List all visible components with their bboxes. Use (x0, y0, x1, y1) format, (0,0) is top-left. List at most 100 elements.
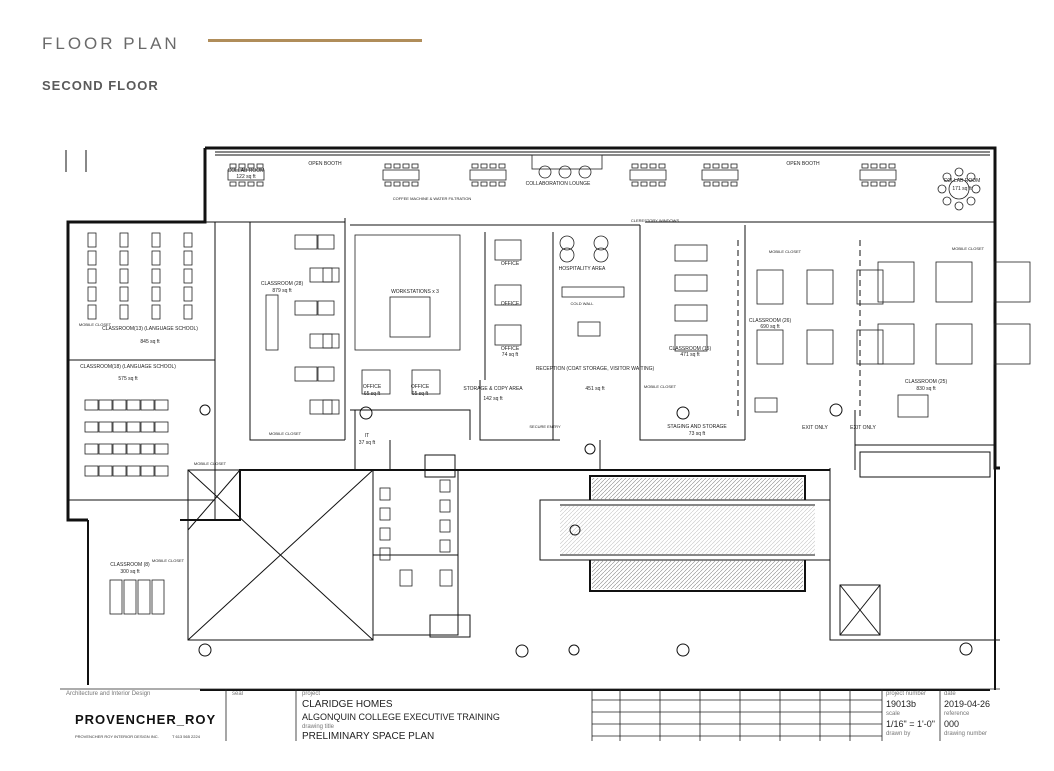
chair (247, 163, 255, 169)
desk (126, 465, 141, 477)
label-secure-entry: SECURE ENTRY (529, 424, 561, 429)
title-accent-rule (208, 39, 422, 42)
label-staging-storage: STAGING AND STORAGE (667, 424, 727, 430)
chair (393, 163, 401, 169)
desk (183, 250, 193, 266)
label-office-2: OFFICE (411, 384, 430, 390)
project-number-label: project number (886, 691, 927, 697)
desk (87, 250, 97, 266)
firm-phone: T 613 565 2224 (172, 734, 200, 739)
label-office-3: OFFICE (501, 261, 520, 267)
chair (971, 184, 981, 194)
round-table (948, 178, 970, 200)
desk (140, 443, 155, 455)
chair (712, 163, 720, 169)
desk (183, 286, 193, 302)
date-label: date (944, 691, 956, 697)
desk (119, 232, 129, 248)
desk (126, 421, 141, 433)
label-classroom-13-area: 845 sq ft (140, 339, 160, 345)
page-subtitle: SECOND FLOOR (42, 78, 159, 93)
toilet (379, 527, 391, 541)
chair (954, 167, 964, 177)
label-classroom-15: CLASSROOM (15) (669, 346, 712, 352)
chair (861, 163, 869, 169)
table (469, 169, 507, 181)
label-staging-storage-area: 73 sq ft (689, 431, 706, 437)
desk (126, 399, 141, 411)
label-coffee-machine: COFFEE MACHINE & WATER FILTRATION (393, 196, 472, 201)
drawing-number-label: drawing number (944, 731, 988, 737)
chair (640, 181, 648, 187)
chair (870, 163, 878, 169)
desk (756, 269, 784, 305)
desk (151, 286, 161, 302)
label-classroom-28-area: 879 sq ft (272, 288, 292, 294)
desk (112, 421, 127, 433)
office-desk (494, 239, 522, 261)
desk (84, 399, 99, 411)
label-mobile-closet-3: MOBILE CLOSET (152, 558, 185, 563)
chair (712, 181, 720, 187)
chair (384, 163, 392, 169)
label-open-booth-right: OPEN BOOTH (786, 161, 820, 167)
desk (877, 261, 915, 303)
desk (98, 443, 113, 455)
label-collab-room-left-area: 122 sq ft (236, 174, 256, 180)
toilet (439, 539, 451, 553)
podium (897, 394, 929, 418)
desk (119, 268, 129, 284)
chair (229, 163, 237, 169)
chair (879, 163, 887, 169)
toilet (439, 479, 451, 493)
desk (119, 286, 129, 302)
project-line-2: ALGONQUIN COLLEGE EXECUTIVE TRAINING (302, 712, 500, 722)
chair (888, 163, 896, 169)
desk (151, 250, 161, 266)
table (629, 169, 667, 181)
desk (84, 443, 99, 455)
label-classroom-25: CLASSROOM (25) (905, 379, 948, 385)
cafe-table (593, 235, 609, 251)
label-mobile-closet-1: MOBILE CLOSET (79, 322, 112, 327)
desk (309, 333, 333, 349)
chair (247, 181, 255, 187)
chair (489, 181, 497, 187)
desk (317, 234, 335, 250)
chair (954, 201, 964, 211)
chair (498, 181, 506, 187)
toilet (399, 569, 413, 587)
chair (703, 181, 711, 187)
chair (658, 163, 666, 169)
label-storage-copy: STORAGE & COPY AREA (463, 386, 523, 392)
chair (384, 181, 392, 187)
desk (877, 323, 915, 365)
chair (966, 196, 976, 206)
desk (856, 269, 884, 305)
desk (322, 399, 340, 415)
chair (471, 163, 479, 169)
label-classroom-26-area: 690 sq ft (760, 324, 780, 330)
desk (154, 421, 169, 433)
desk (119, 304, 129, 320)
toilet (379, 487, 391, 501)
chair (640, 163, 648, 169)
desk (154, 443, 169, 455)
desk (806, 329, 834, 365)
label-it: IT (365, 433, 369, 439)
label-classroom-15-area: 471 sq ft (680, 352, 700, 358)
desk (856, 329, 884, 365)
desk (309, 267, 333, 283)
drawn-by-label: drawn by (886, 731, 911, 737)
desk (674, 304, 708, 322)
toilet (379, 547, 391, 561)
label-hospitality: HOSPITALITY AREA (559, 266, 606, 272)
office-desk (361, 369, 391, 395)
chair (393, 181, 401, 187)
firm-logo: PROVENCHER_ROY (75, 712, 217, 727)
chair (942, 196, 952, 206)
label-reception-area: 451 sq ft (585, 386, 605, 392)
workstation-cluster (354, 234, 461, 351)
label-collab-room-right: COLLAB ROOM (944, 178, 981, 184)
desk (154, 465, 169, 477)
